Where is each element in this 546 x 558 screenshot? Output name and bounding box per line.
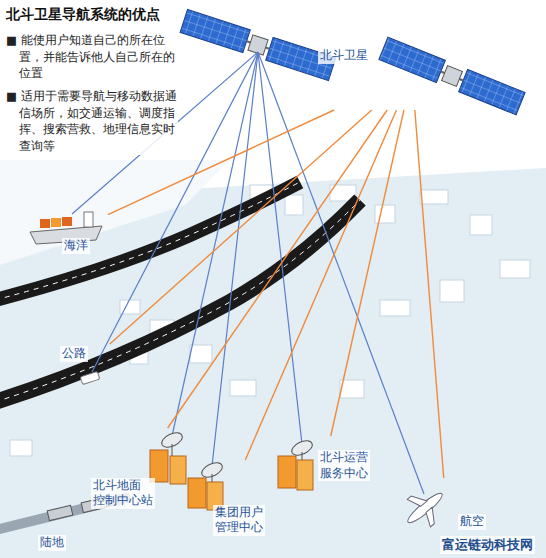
container	[40, 219, 50, 228]
dish-mast	[172, 444, 173, 456]
signal-connector	[168, 110, 388, 428]
node-text-holder: 北斗运营 服务中心	[318, 450, 370, 481]
node-label: 海洋	[62, 238, 90, 254]
map-node: 公路	[58, 344, 110, 390]
plane-wing	[407, 490, 441, 527]
signal-connector	[245, 110, 396, 460]
node-text-holder: 陆地	[38, 535, 66, 551]
bullet-note: ■ 适用于需要导航与移动数据通信场所，如交通运输、调度指挥、搜索营救、地理信息实…	[6, 88, 178, 155]
building	[230, 380, 256, 396]
building-box	[170, 456, 186, 484]
plane	[397, 480, 454, 536]
title: 北斗卫星导航系统的优点	[6, 6, 178, 24]
signal-connector	[331, 110, 404, 436]
station-group	[188, 460, 225, 510]
signal-line	[258, 52, 424, 494]
map-node: 海洋	[28, 208, 108, 258]
bullet-note: ■ 能使用户知道自己的所在位置，并能告诉他人自己所在的位置	[6, 32, 178, 82]
building	[440, 280, 464, 302]
dish-mast	[302, 452, 303, 460]
road-line	[0, 200, 360, 402]
map-node: 航空	[400, 478, 492, 536]
station-control	[150, 430, 186, 484]
solar-panel	[459, 69, 525, 114]
node-text-holder: 航空	[458, 514, 486, 530]
node-text-holder: 集团用户 管理中心	[213, 505, 265, 536]
map-node: 陆地	[34, 498, 110, 553]
building	[420, 190, 448, 204]
map-node: 北斗卫星	[312, 38, 512, 110]
satellite-body	[442, 66, 463, 87]
node-text-holder: 北斗地面 控制中心站	[91, 478, 155, 509]
ship-bridge	[84, 212, 93, 227]
building	[375, 205, 395, 223]
building	[500, 260, 530, 278]
container	[51, 218, 61, 227]
solar-panel	[379, 37, 445, 82]
truck	[47, 505, 73, 520]
node-label: 北斗运营 服务中心	[318, 450, 370, 481]
signal-line	[172, 52, 258, 436]
map-node: 集团用户 管理中心	[183, 460, 273, 540]
car-body	[80, 371, 100, 384]
node-label: 北斗卫星	[318, 48, 370, 64]
station-operations	[278, 438, 315, 490]
signal-line	[212, 52, 258, 466]
node-text-holder: 北斗卫星	[318, 48, 370, 64]
building-box	[188, 478, 206, 508]
map-node: 北斗运营 服务中心	[272, 436, 376, 496]
map-node: 北斗地面 控制中心站	[88, 428, 190, 511]
node-label: 北斗地面 控制中心站	[91, 478, 155, 509]
node-label: 陆地	[38, 535, 66, 551]
node-label: 公路	[60, 346, 88, 362]
satellite-right	[379, 37, 525, 115]
node-label: 航空	[458, 514, 486, 530]
plane-body	[405, 490, 445, 526]
node-label: 集团用户 管理中心	[213, 505, 265, 536]
container	[62, 217, 72, 226]
building-box	[297, 460, 313, 490]
signal-connector	[415, 110, 444, 478]
watermark: 富运链动科技网	[440, 536, 535, 554]
solar-panel	[180, 9, 250, 52]
header-block: 北斗卫星导航系统的优点 ■ 能使用户知道自己的所在位置，并能告诉他人自己所在的位置…	[6, 6, 178, 161]
ground	[0, 160, 546, 558]
building	[380, 300, 410, 316]
building-box	[278, 456, 296, 488]
building	[340, 380, 364, 398]
building	[10, 440, 32, 456]
building	[470, 215, 492, 235]
dish-mast	[212, 474, 213, 482]
sea	[0, 160, 230, 265]
car	[80, 371, 100, 384]
building	[285, 195, 303, 215]
roads	[0, 182, 360, 530]
building	[190, 345, 212, 363]
road	[0, 200, 360, 402]
node-text-holder: 公路	[60, 346, 88, 362]
node-text-holder: 海洋	[62, 238, 90, 254]
satellite-left	[180, 9, 336, 80]
